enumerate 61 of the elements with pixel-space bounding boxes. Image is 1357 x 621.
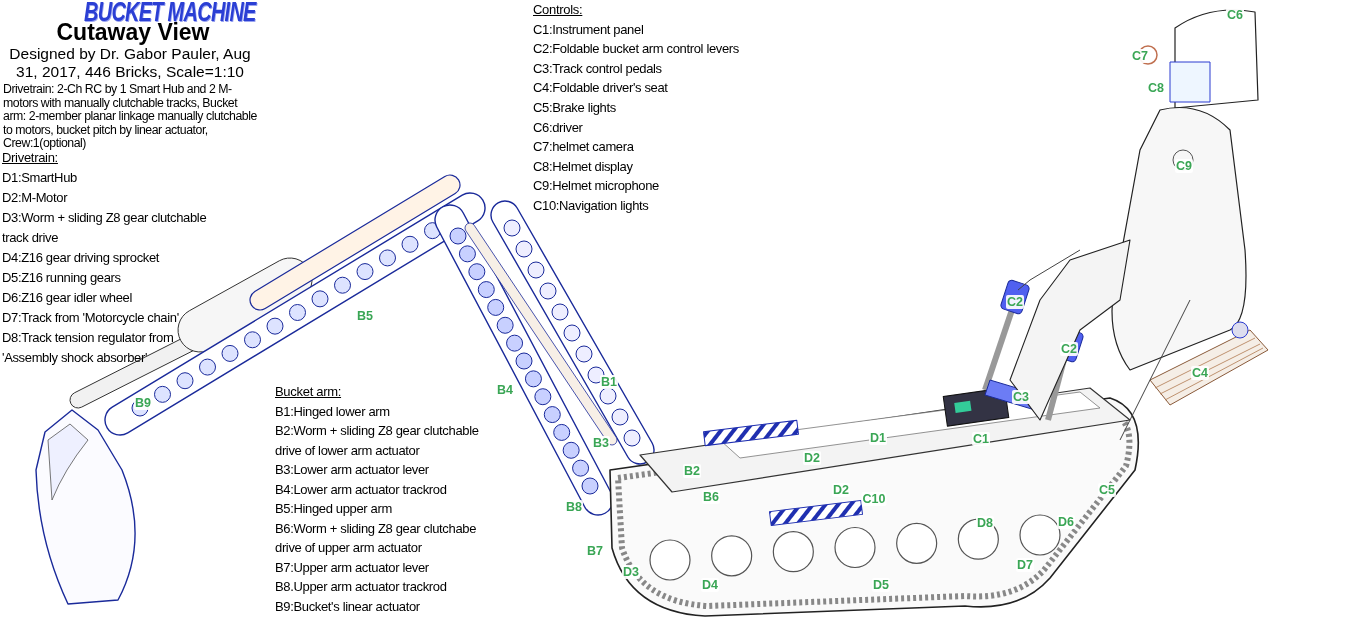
callout-label: B7 <box>586 544 604 558</box>
section-heading: Controls: <box>533 1 583 19</box>
legend-entry: B5:Hinged upper arm <box>275 500 392 518</box>
legend-entry: C7:helmet camera <box>533 138 634 157</box>
callout-label: B3 <box>592 436 610 450</box>
legend-entry: B3:Lower arm actuator lever <box>275 461 429 479</box>
callout-label: D8 <box>976 516 994 530</box>
callout-label: D3 <box>622 565 640 579</box>
legend-entry: C5:Brake lights <box>533 98 616 117</box>
callout-label: D7 <box>1016 558 1034 572</box>
callout-label: C1 <box>972 432 990 446</box>
legend-entry: C8:Helmet display <box>533 157 633 176</box>
legend-entry: C2:Foldable bucket arm control levers <box>533 40 739 59</box>
callout-label: D5 <box>872 578 890 592</box>
legend-entry: D3:Worm + sliding Z8 gear clutchable track drive <box>2 209 207 247</box>
description-text: Drivetrain: 2-Ch RC by 1 Smart Hub and 2 M-motors with manually clutchable tracks, Bucket arm: 2-member planar linkage manually clutchable to motors, bucket pitch by linear actuator, Crew:1(optional) <box>3 83 258 151</box>
callout-label: D1 <box>869 431 887 445</box>
callout-label: B8 <box>565 500 583 514</box>
callout-label: B9 <box>134 396 152 410</box>
legend-entry: C10:Navigation lights <box>533 196 649 215</box>
legend-entry: C3:Track control pedals <box>533 59 662 78</box>
legend-entry: D4:Z16 gear driving sprocket <box>2 249 160 267</box>
legend-entry: D5:Z16 running gears <box>2 269 121 287</box>
legend-entry: D6:Z16 gear idler wheel <box>2 289 132 307</box>
legend-entry: B8.Upper arm actuator trackrod <box>275 578 447 596</box>
callout-label: D2 <box>803 451 821 465</box>
legend-entry: C1:Instrument panel <box>533 20 644 39</box>
callout-label: D4 <box>701 578 719 592</box>
callout-label: B4 <box>496 383 514 397</box>
callout-label: D6 <box>1057 515 1075 529</box>
legend-entry: D8:Track tension regulator from 'Assembly shock absorber' <box>2 329 175 367</box>
legend-entry: B4:Lower arm actuator trackrod <box>275 480 447 499</box>
legend-entry: B6:Worm + sliding Z8 gear clutchabe drive of upper arm actuator <box>275 519 478 557</box>
callout-label: C9 <box>1175 159 1193 173</box>
callout-label: C8 <box>1147 81 1165 95</box>
callout-label: C7 <box>1131 49 1149 63</box>
callout-label: C6 <box>1226 8 1244 22</box>
callout-label: B1 <box>600 375 618 389</box>
callout-label: B6 <box>702 490 720 504</box>
legend-entry: B2:Worm + sliding Z8 gear clutchable drive of lower arm actuator <box>275 422 480 460</box>
legend-entry: D2:M-Motor <box>2 189 68 207</box>
callout-label: C4 <box>1191 366 1209 380</box>
callout-label: C5 <box>1098 483 1116 497</box>
section-heading: Drivetrain: <box>2 150 58 167</box>
legend-entry: C6:driver <box>533 118 583 137</box>
legend-entry: D7:Track from 'Motorcycle chain' <box>2 309 179 327</box>
callout-label: C10 <box>861 492 887 506</box>
legend-entry: D1:SmartHub <box>2 169 77 187</box>
legend-entry: B7:Upper arm actuator lever <box>275 558 429 577</box>
callout-label: C2 <box>1006 295 1024 309</box>
legend-entry: B1:Hinged lower arm <box>275 402 390 421</box>
callout-label: C3 <box>1012 390 1030 404</box>
legend-entry: C4:Foldable driver's seat <box>533 79 668 98</box>
callout-label: B5 <box>356 309 374 323</box>
callout-label: C2 <box>1060 342 1078 356</box>
callout-label: B2 <box>683 464 701 478</box>
legend-entry: B9:Bucket's linear actuator <box>275 597 420 616</box>
legend-entry: C9:Helmet microphone <box>533 177 659 196</box>
callout-label: D2 <box>832 483 850 497</box>
credit-text: Designed by Dr. Gabor Pauler, Aug 31, 2017, 446 Bricks, Scale=1:10 <box>8 45 252 81</box>
section-heading: Bucket arm: <box>275 383 342 401</box>
